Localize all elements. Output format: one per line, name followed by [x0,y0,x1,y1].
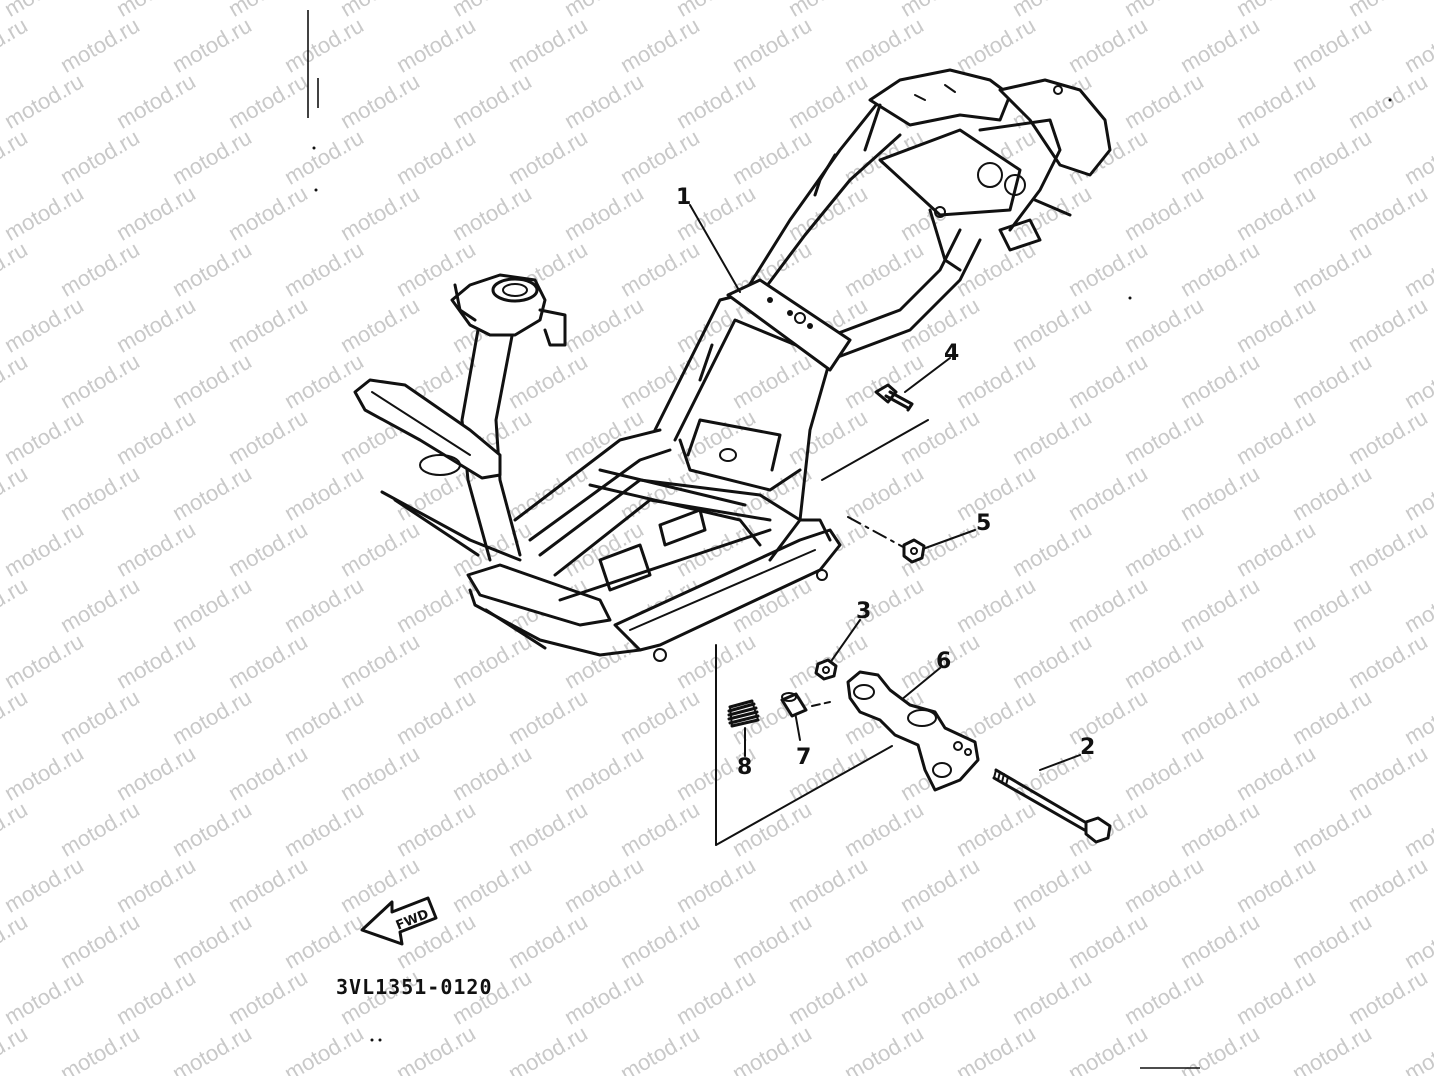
callout-1: 1 [676,185,691,210]
callout-4: 4 [944,341,959,366]
main-frame [353,68,1112,662]
part-5-nut [902,538,926,564]
callout-6: 6 [936,649,951,674]
part-4-bolt [874,383,914,412]
part-7-collar [780,692,808,718]
part-code: 3VL1351-0120 [336,975,493,999]
part-2-bolt [992,768,1112,844]
part-6-bracket [846,670,980,792]
fwd-arrow-icon: FWD [360,896,438,946]
part-3-nut [814,658,838,681]
leader-lines [689,204,1081,846]
callout-labels: 1 2 3 4 5 6 7 8 [676,185,1095,780]
callout-7: 7 [796,745,811,770]
callout-8: 8 [737,755,752,780]
part-8-spring [727,699,760,728]
callout-5: 5 [976,511,991,536]
callout-3: 3 [856,599,871,624]
scan-marks [307,10,1392,1069]
callout-2: 2 [1080,735,1095,760]
